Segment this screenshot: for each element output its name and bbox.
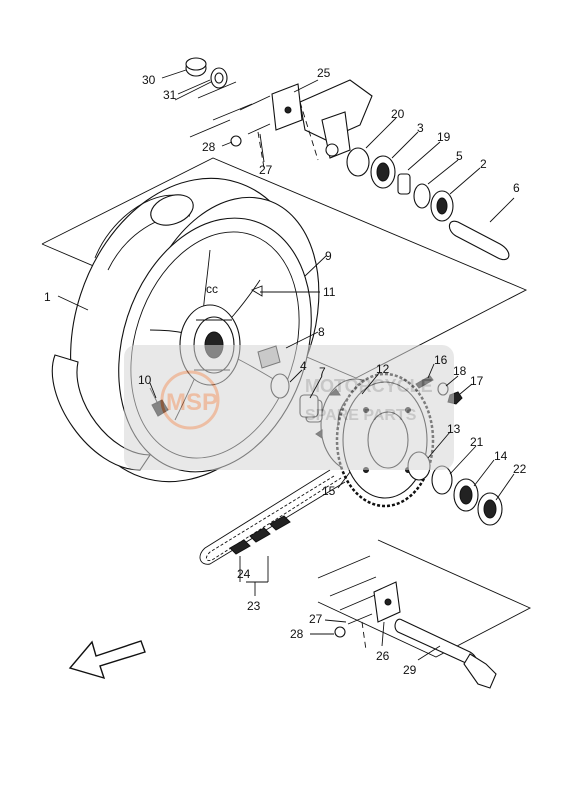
part-label-11: 11 bbox=[323, 285, 336, 299]
part-label-24: 24 bbox=[237, 567, 251, 581]
part-label-12: 12 bbox=[376, 362, 390, 376]
part-label-17: 17 bbox=[470, 374, 484, 388]
part-label-21: 21 bbox=[470, 435, 484, 449]
axle-nut-washer bbox=[185, 57, 228, 89]
part-label-8: 8 bbox=[318, 325, 325, 339]
left-axle-parts bbox=[346, 147, 510, 261]
part-label-3: 3 bbox=[417, 121, 424, 135]
part-label-26: 26 bbox=[376, 649, 390, 663]
part-label-28-bottom: 28 bbox=[290, 627, 304, 641]
part-label-22: 22 bbox=[513, 462, 527, 476]
part-label-23: 23 bbox=[247, 599, 261, 613]
part-label-9: 9 bbox=[325, 249, 332, 263]
part-label-28-top: 28 bbox=[202, 140, 216, 154]
part-label-27-top: 27 bbox=[259, 163, 273, 177]
part-label-4: 4 bbox=[300, 359, 307, 373]
part-label-31: 31 bbox=[163, 88, 177, 102]
part-label-27-bottom: 27 bbox=[309, 612, 323, 626]
watermark-line2: SPARE PARTS bbox=[305, 407, 417, 424]
front-direction-arrow-icon bbox=[68, 640, 146, 680]
part-label-30: 30 bbox=[142, 73, 156, 87]
caliper-bracket bbox=[299, 79, 373, 161]
part-label-25: 25 bbox=[317, 66, 331, 80]
watermark: MSP MOTORCYCLE SPARE PARTS bbox=[124, 345, 454, 470]
part-label-7: 7 bbox=[319, 365, 326, 379]
part-label-20: 20 bbox=[391, 107, 405, 121]
watermark-logo: MSP bbox=[166, 389, 218, 416]
chain-adjuster-top bbox=[230, 83, 303, 169]
part-label-14: 14 bbox=[494, 449, 508, 463]
chain-adjuster-bottom bbox=[334, 581, 401, 651]
part-labels: 1 2 3 4 5 6 7 8 9 10 11 12 13 14 15 16 1… bbox=[44, 66, 527, 677]
part-label-15: 15 bbox=[322, 484, 336, 498]
part-label-18: 18 bbox=[453, 364, 467, 378]
leader-lines bbox=[57, 69, 515, 661]
rear-axle bbox=[394, 618, 497, 689]
part-label-2: 2 bbox=[480, 157, 487, 171]
part-label-16: 16 bbox=[434, 353, 448, 367]
part-label-10: 10 bbox=[138, 373, 152, 387]
drive-chain bbox=[199, 469, 346, 565]
rim-stamp: cc bbox=[206, 282, 218, 296]
part-label-19: 19 bbox=[437, 130, 451, 144]
part-label-5: 5 bbox=[456, 149, 463, 163]
part-label-1: 1 bbox=[44, 290, 51, 304]
part-label-13: 13 bbox=[447, 422, 461, 436]
part-label-29: 29 bbox=[403, 663, 417, 677]
part-label-6: 6 bbox=[513, 181, 520, 195]
